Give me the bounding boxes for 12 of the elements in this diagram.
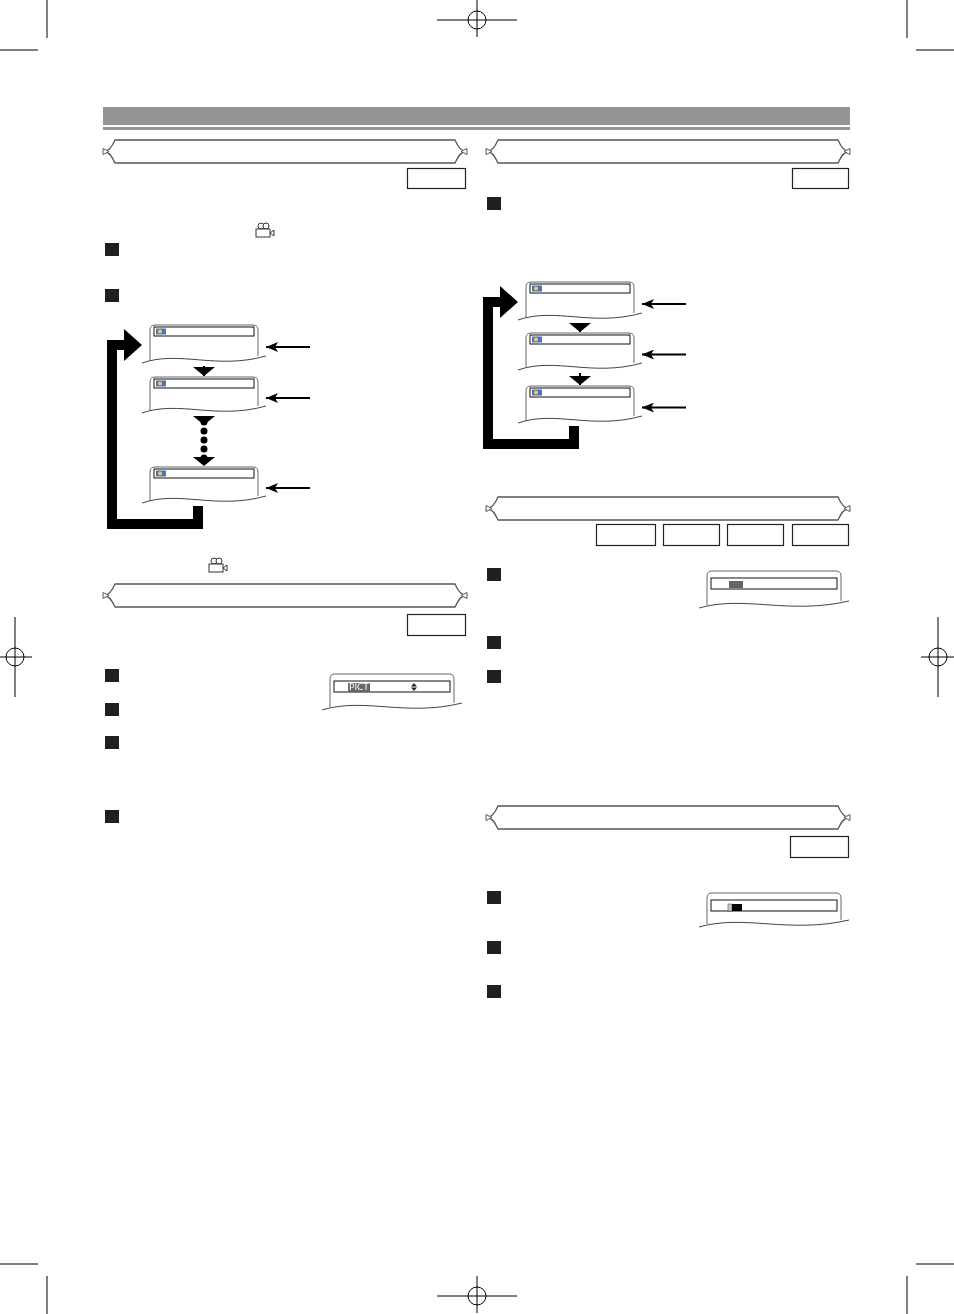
leader-arrow xyxy=(641,402,687,413)
leader-arrow xyxy=(265,342,311,352)
leader-arrow xyxy=(641,349,687,360)
arrow xyxy=(483,286,579,449)
leader-arrow xyxy=(641,299,687,309)
arrow xyxy=(193,365,215,377)
arrow xyxy=(107,329,203,529)
arrow xyxy=(569,372,591,386)
leader-arrow xyxy=(265,483,311,493)
menu-tag: PICT xyxy=(348,683,370,692)
leader-arrow xyxy=(265,393,311,403)
arrow xyxy=(569,322,591,333)
